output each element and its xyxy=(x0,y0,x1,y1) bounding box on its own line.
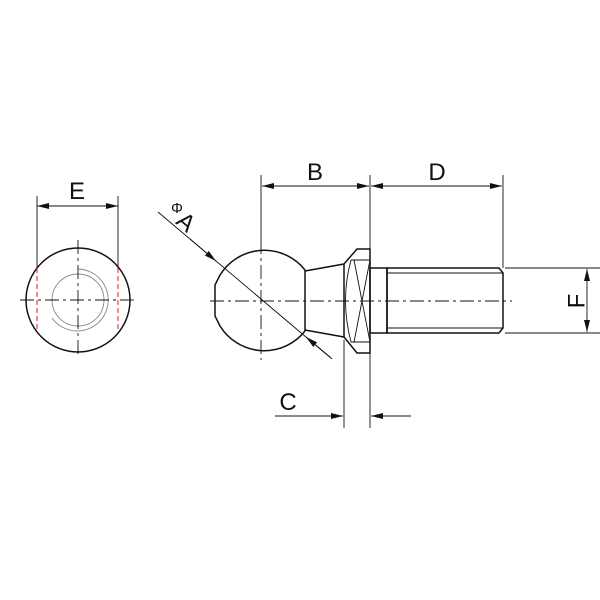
ball xyxy=(214,249,306,352)
label-D: D xyxy=(428,159,445,186)
neck-bottom xyxy=(304,329,345,338)
label-B: B xyxy=(307,159,323,186)
dimensions: B D F C A Φ xyxy=(157,159,600,428)
thread xyxy=(386,267,504,334)
label-F: F xyxy=(563,294,590,309)
dim-A-line xyxy=(157,211,333,360)
neck-top xyxy=(304,263,345,272)
side-view xyxy=(210,240,512,360)
end-view: E xyxy=(20,178,136,355)
label-phi: Φ xyxy=(171,200,183,217)
shank xyxy=(369,267,388,334)
thread-arc xyxy=(51,268,109,332)
label-E: E xyxy=(69,178,85,205)
label-C: C xyxy=(279,389,296,416)
